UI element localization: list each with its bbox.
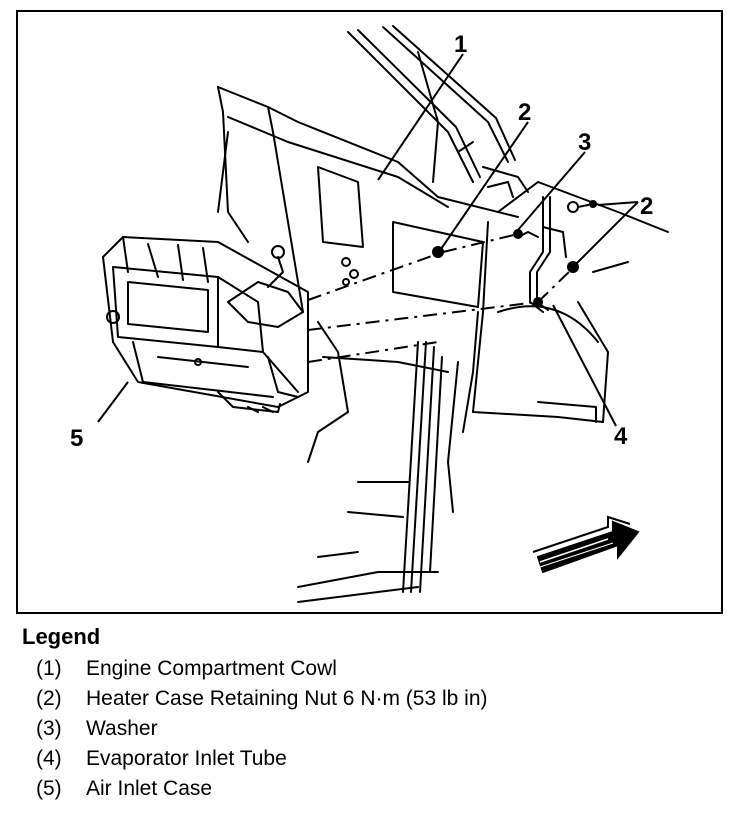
legend-title: Legend <box>22 624 101 649</box>
legend-item: (1) Engine Compartment Cowl <box>36 654 722 684</box>
legend-item: (2) Heater Case Retaining Nut 6 N·m (53 l… <box>36 684 722 714</box>
legend-item: (5) Air Inlet Case <box>36 774 722 804</box>
legend-item-text: Evaporator Inlet Tube <box>86 747 287 770</box>
legend-list: (1) Engine Compartment Cowl (2) Heater Cas… <box>22 654 722 804</box>
engine-compartment-cowl <box>217 86 529 313</box>
legend-item-text: Engine Compartment Cowl <box>86 657 337 680</box>
callout-2-upper: 2 <box>518 99 531 126</box>
legend-item-number: (1) <box>36 657 62 680</box>
legend: Legend (1) Engine Compartment Cowl (2) Hea… <box>22 624 722 804</box>
callout-1: 1 <box>454 31 467 58</box>
diagram-figure: 1 2 3 2 4 5 <box>16 10 723 614</box>
legend-item-number: (3) <box>36 717 62 740</box>
legend-item-number: (4) <box>36 747 62 770</box>
legend-item-text: Heater Case Retaining Nut 6 N·m (53 lb i… <box>86 687 488 710</box>
leader-lines <box>97 53 639 427</box>
exploded-view-drawing: 1 2 3 2 4 5 <box>70 25 669 603</box>
alignment-lines <box>307 233 574 363</box>
legend-item: (4) Evaporator Inlet Tube <box>36 744 722 774</box>
fender-panel <box>472 181 669 423</box>
forward-direction-arrow <box>532 515 640 574</box>
legend-item-text: Washer <box>86 717 158 740</box>
legend-item: (3) Washer <box>36 714 722 744</box>
door-pillar <box>297 311 479 603</box>
legend-item-number: (5) <box>36 777 62 800</box>
air-inlet-case <box>102 236 309 413</box>
callout-2-right: 2 <box>640 193 653 220</box>
callout-3: 3 <box>578 129 591 156</box>
callout-4: 4 <box>614 423 628 450</box>
evaporator-inlet-tube <box>517 196 594 313</box>
legend-item-text: Air Inlet Case <box>86 777 213 800</box>
legend-item-number: (2) <box>36 687 62 710</box>
callout-5: 5 <box>70 425 83 452</box>
windshield-pillar <box>347 25 516 183</box>
